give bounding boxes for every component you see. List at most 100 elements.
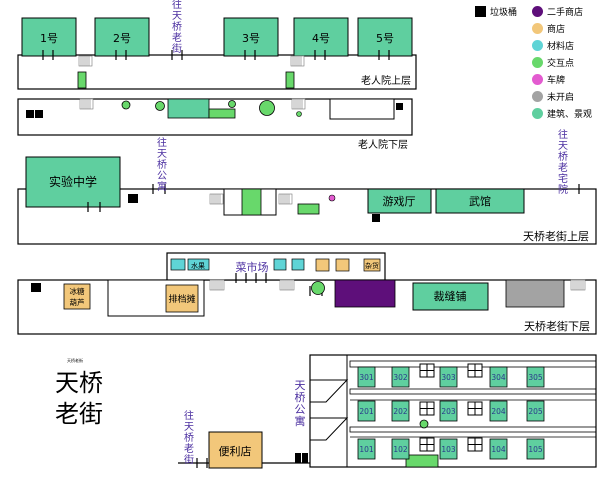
interaction-point[interactable] [259,100,275,116]
apartment-room-305[interactable]: 305 [526,366,545,388]
candied-haws-stall[interactable]: 冰糖 葫芦 [63,283,91,310]
room-1-label: 1号 [40,32,58,45]
stairs-icon[interactable] [79,98,94,110]
interaction-point[interactable] [311,281,325,295]
apartment-room-303[interactable]: 303 [439,366,458,388]
stairs-icon[interactable] [78,55,93,67]
exit-to-apartment[interactable]: 往天桥公寓 [157,138,167,193]
apartment-room-105[interactable]: 105 [526,438,545,460]
material-stall[interactable] [170,258,186,271]
second-hand-shop[interactable] [334,279,396,308]
elder-home-upper-floor: 1号 2号 3号 4号 5号 [17,17,417,90]
apartment-room-302[interactable]: 302 [391,366,410,388]
apartment-room-201[interactable]: 201 [357,400,376,422]
map-title: 天桥 老街 [55,368,103,430]
apartment-room-204[interactable]: 204 [489,400,508,422]
arcade-label: 游戏厅 [383,195,416,208]
stairs-icon[interactable] [290,55,305,67]
trash-can-icon[interactable] [295,453,301,463]
fruit-stall[interactable]: 水果 [187,258,210,271]
trash-can-icon[interactable] [31,283,41,292]
interaction-point[interactable] [405,454,439,468]
trash-can-icon[interactable] [302,453,308,463]
apartment-room-301[interactable]: 301 [357,366,376,388]
room-5[interactable]: 5号 [357,17,413,57]
legend-label: 交互点 [547,58,575,69]
arcade-building[interactable]: 游戏厅 [367,188,432,214]
room-1[interactable]: 1号 [21,17,77,57]
apartment-room-label: 205 [528,407,543,416]
room-2[interactable]: 2号 [94,17,150,57]
trash-can-icon[interactable] [128,194,138,203]
interaction-point[interactable] [77,71,87,89]
stairs-icon[interactable] [570,279,586,291]
exit-to-old-street-bottom[interactable]: 往天桥老街 [184,411,194,466]
groceries-stall[interactable]: 杂货 [363,258,381,272]
shop-stall[interactable] [335,258,350,272]
trash-can-icon[interactable] [396,103,403,110]
material-stall[interactable] [273,258,287,271]
interaction-point[interactable] [228,100,236,108]
shop-stall[interactable] [315,258,330,272]
vegetable-market-label: 菜市场 [236,260,269,274]
stairs-icon[interactable] [291,98,306,110]
interaction-point[interactable] [419,419,429,429]
apartment-room-202[interactable]: 202 [391,400,410,422]
apartment-room-103[interactable]: 103 [439,438,458,460]
license-plate-icon [532,73,543,85]
apartment-room-205[interactable]: 205 [526,400,545,422]
apartment-room-label: 203 [441,407,456,416]
legend-item-plate: 车牌 [532,72,565,86]
license-plate-marker[interactable] [328,194,336,202]
school-building[interactable]: 实验中学 [25,156,121,208]
interaction-point[interactable] [296,111,302,117]
interaction-point[interactable] [285,71,295,89]
room-4[interactable]: 4号 [293,17,349,57]
martial-hall-building[interactable]: 武馆 [435,188,525,214]
stairs-icon[interactable] [209,279,225,291]
apartment-room-101[interactable]: 101 [357,438,376,460]
exit-to-old-street-top[interactable]: 往天桥老街 [172,0,182,55]
shop-icon [532,22,543,34]
room-2-label: 2号 [113,32,131,45]
legend-label: 二手商店 [547,7,584,18]
apartment-room-label: 303 [441,373,456,382]
apartment-room-102[interactable]: 102 [391,438,410,460]
legend-label: 建筑、景观 [547,109,593,120]
convenience-store[interactable]: 便利店 [208,431,263,469]
apartment-room-304[interactable]: 304 [489,366,508,388]
interaction-point[interactable] [297,203,320,215]
title-small: 天桥老街 [67,358,83,363]
interaction-point[interactable] [241,188,262,216]
tailor-shop[interactable]: 裁缝铺 [412,282,489,311]
apartment-room-104[interactable]: 104 [489,438,508,460]
apartment-rooms: 301 302 303 304 305 201 202 203 204 205 101 102 103 1… [357,366,545,460]
trash-can-icon[interactable] [35,110,43,118]
apartment-label[interactable]: 天桥公寓 [294,379,306,428]
vegetable-market[interactable]: 水果 菜市场 杂货 [166,252,386,281]
stairs-icon[interactable] [209,193,224,205]
window-icon [419,401,435,416]
apartment-room-203[interactable]: 203 [439,400,458,422]
interaction-point[interactable] [208,108,236,119]
material-stall[interactable] [291,258,305,271]
interaction-point[interactable] [155,101,165,111]
legend-item-shop: 商店 [532,21,565,35]
apartment-room-label: 204 [491,407,506,416]
elder-lower-room [329,98,395,120]
room-3[interactable]: 3号 [223,17,279,57]
exit-to-old-residence[interactable]: 往天桥老宅院 [558,130,568,196]
trash-can-icon[interactable] [372,214,380,222]
apartment-room-label: 104 [491,445,506,454]
stairs-icon[interactable] [278,193,293,205]
old-street-lower-floor: 水果 菜市场 杂货 冰糖 葫芦 排档摊 [17,252,597,335]
legend-item-interact: 交互点 [532,55,574,69]
apartment-room-label: 301 [359,373,374,382]
stairs-icon[interactable] [279,279,295,291]
apartment-room-label: 103 [441,445,456,454]
trash-can-icon[interactable] [26,110,34,118]
window-icon [419,363,435,378]
interaction-point[interactable] [121,100,131,110]
food-stall[interactable]: 排档摊 [165,284,199,313]
